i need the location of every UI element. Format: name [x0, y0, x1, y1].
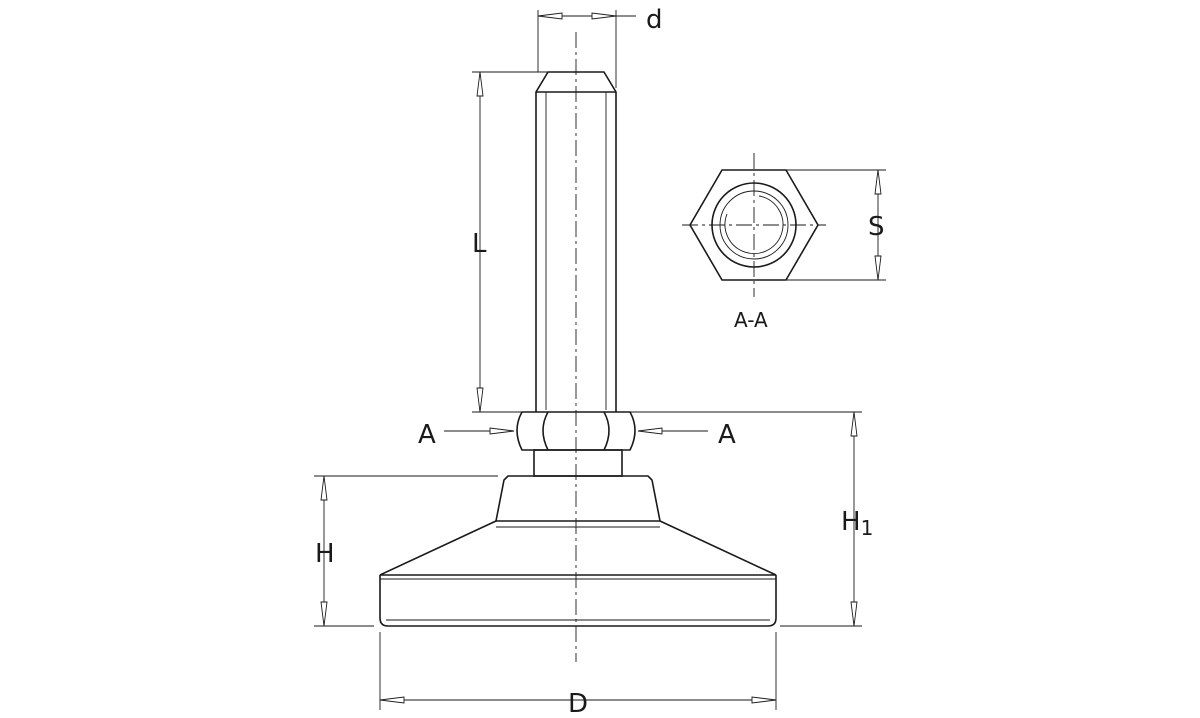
dimension-s: [786, 169, 886, 281]
label-section-a-a: A-A: [734, 308, 768, 332]
section-marker-left: [444, 427, 515, 435]
label-h1: H1: [841, 507, 873, 540]
dimension-d: [537, 10, 636, 88]
dimension-d-diameter: [379, 632, 777, 710]
hex-nut: [516, 411, 636, 451]
label-d: d: [646, 5, 663, 35]
section-a-a-view: [682, 153, 826, 297]
label-h1-main: H: [841, 507, 861, 537]
label-section-right: A: [718, 420, 736, 450]
dimension-l: [472, 71, 548, 413]
label-h: H: [315, 539, 335, 569]
label-section-left: A: [418, 420, 436, 450]
section-marker-right: [637, 427, 708, 435]
dimension-h: [314, 475, 498, 627]
dimension-h1: [628, 411, 862, 627]
base: [379, 475, 777, 627]
label-l: L: [472, 229, 487, 259]
label-h1-subscript: 1: [861, 516, 874, 540]
label-s: S: [868, 212, 885, 242]
label-diameter: D: [568, 689, 588, 718]
neck: [533, 449, 623, 477]
